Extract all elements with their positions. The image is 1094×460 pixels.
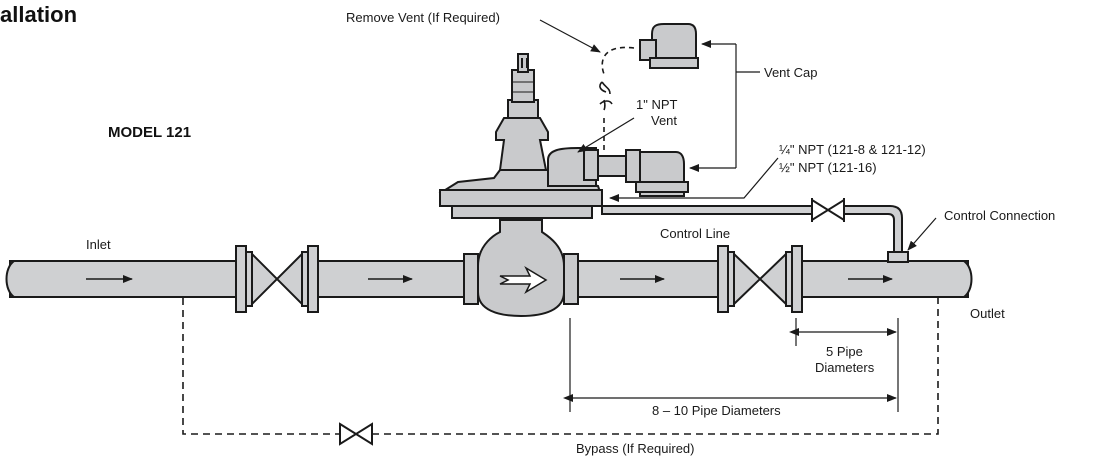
label-inlet: Inlet [86,237,111,252]
label-remove-vent: Remove Vent (If Required) [346,10,500,25]
label-npt-vent-line1: 1" NPT [636,97,678,112]
label-bypass: Bypass (If Required) [576,441,695,456]
control-connection-nipple [887,251,909,263]
label-outlet: Outlet [970,306,1005,321]
label-control-connection: Control Connection [944,208,1056,223]
label-npt-small-line1: ¼" NPT (121-8 & 121-12) [779,142,926,157]
vent-cap-removed [639,23,699,69]
regulator-actuator [438,53,603,219]
vent-cap-installed [597,149,689,197]
model-label: MODEL 121 [108,124,192,141]
leader-npt-vent [577,117,635,153]
inlet-block-valve [235,245,319,313]
control-line [601,198,909,263]
dimension-lines [563,318,899,412]
leader-remove-vent [539,19,601,53]
leader-lines [539,19,937,251]
label-npt-small-line2: ½" NPT (121-16) [779,160,877,175]
bypass-line [182,298,939,446]
outlet-block-valve [717,245,803,313]
body-flow-arrow [499,266,548,294]
leader-control-connection [907,217,937,251]
label-8-10-pipe: 8 – 10 Pipe Diameters [652,403,781,418]
bypass-valve [339,422,373,446]
leader-npt-small [609,157,779,202]
label-5-pipe-line2: Diameters [815,360,875,375]
section-title: allation [0,2,78,27]
label-npt-vent-line2: Vent [651,113,678,128]
control-line-valve [811,198,845,222]
label-control-line: Control Line [660,226,731,241]
label-vent-cap: Vent Cap [764,65,818,80]
vent-removal-path [599,46,635,150]
regulator-body [463,219,579,318]
label-5-pipe-line1: 5 Pipe [826,344,863,359]
outlet-pipe-end [963,260,973,298]
inlet-pipe-end [5,260,15,298]
